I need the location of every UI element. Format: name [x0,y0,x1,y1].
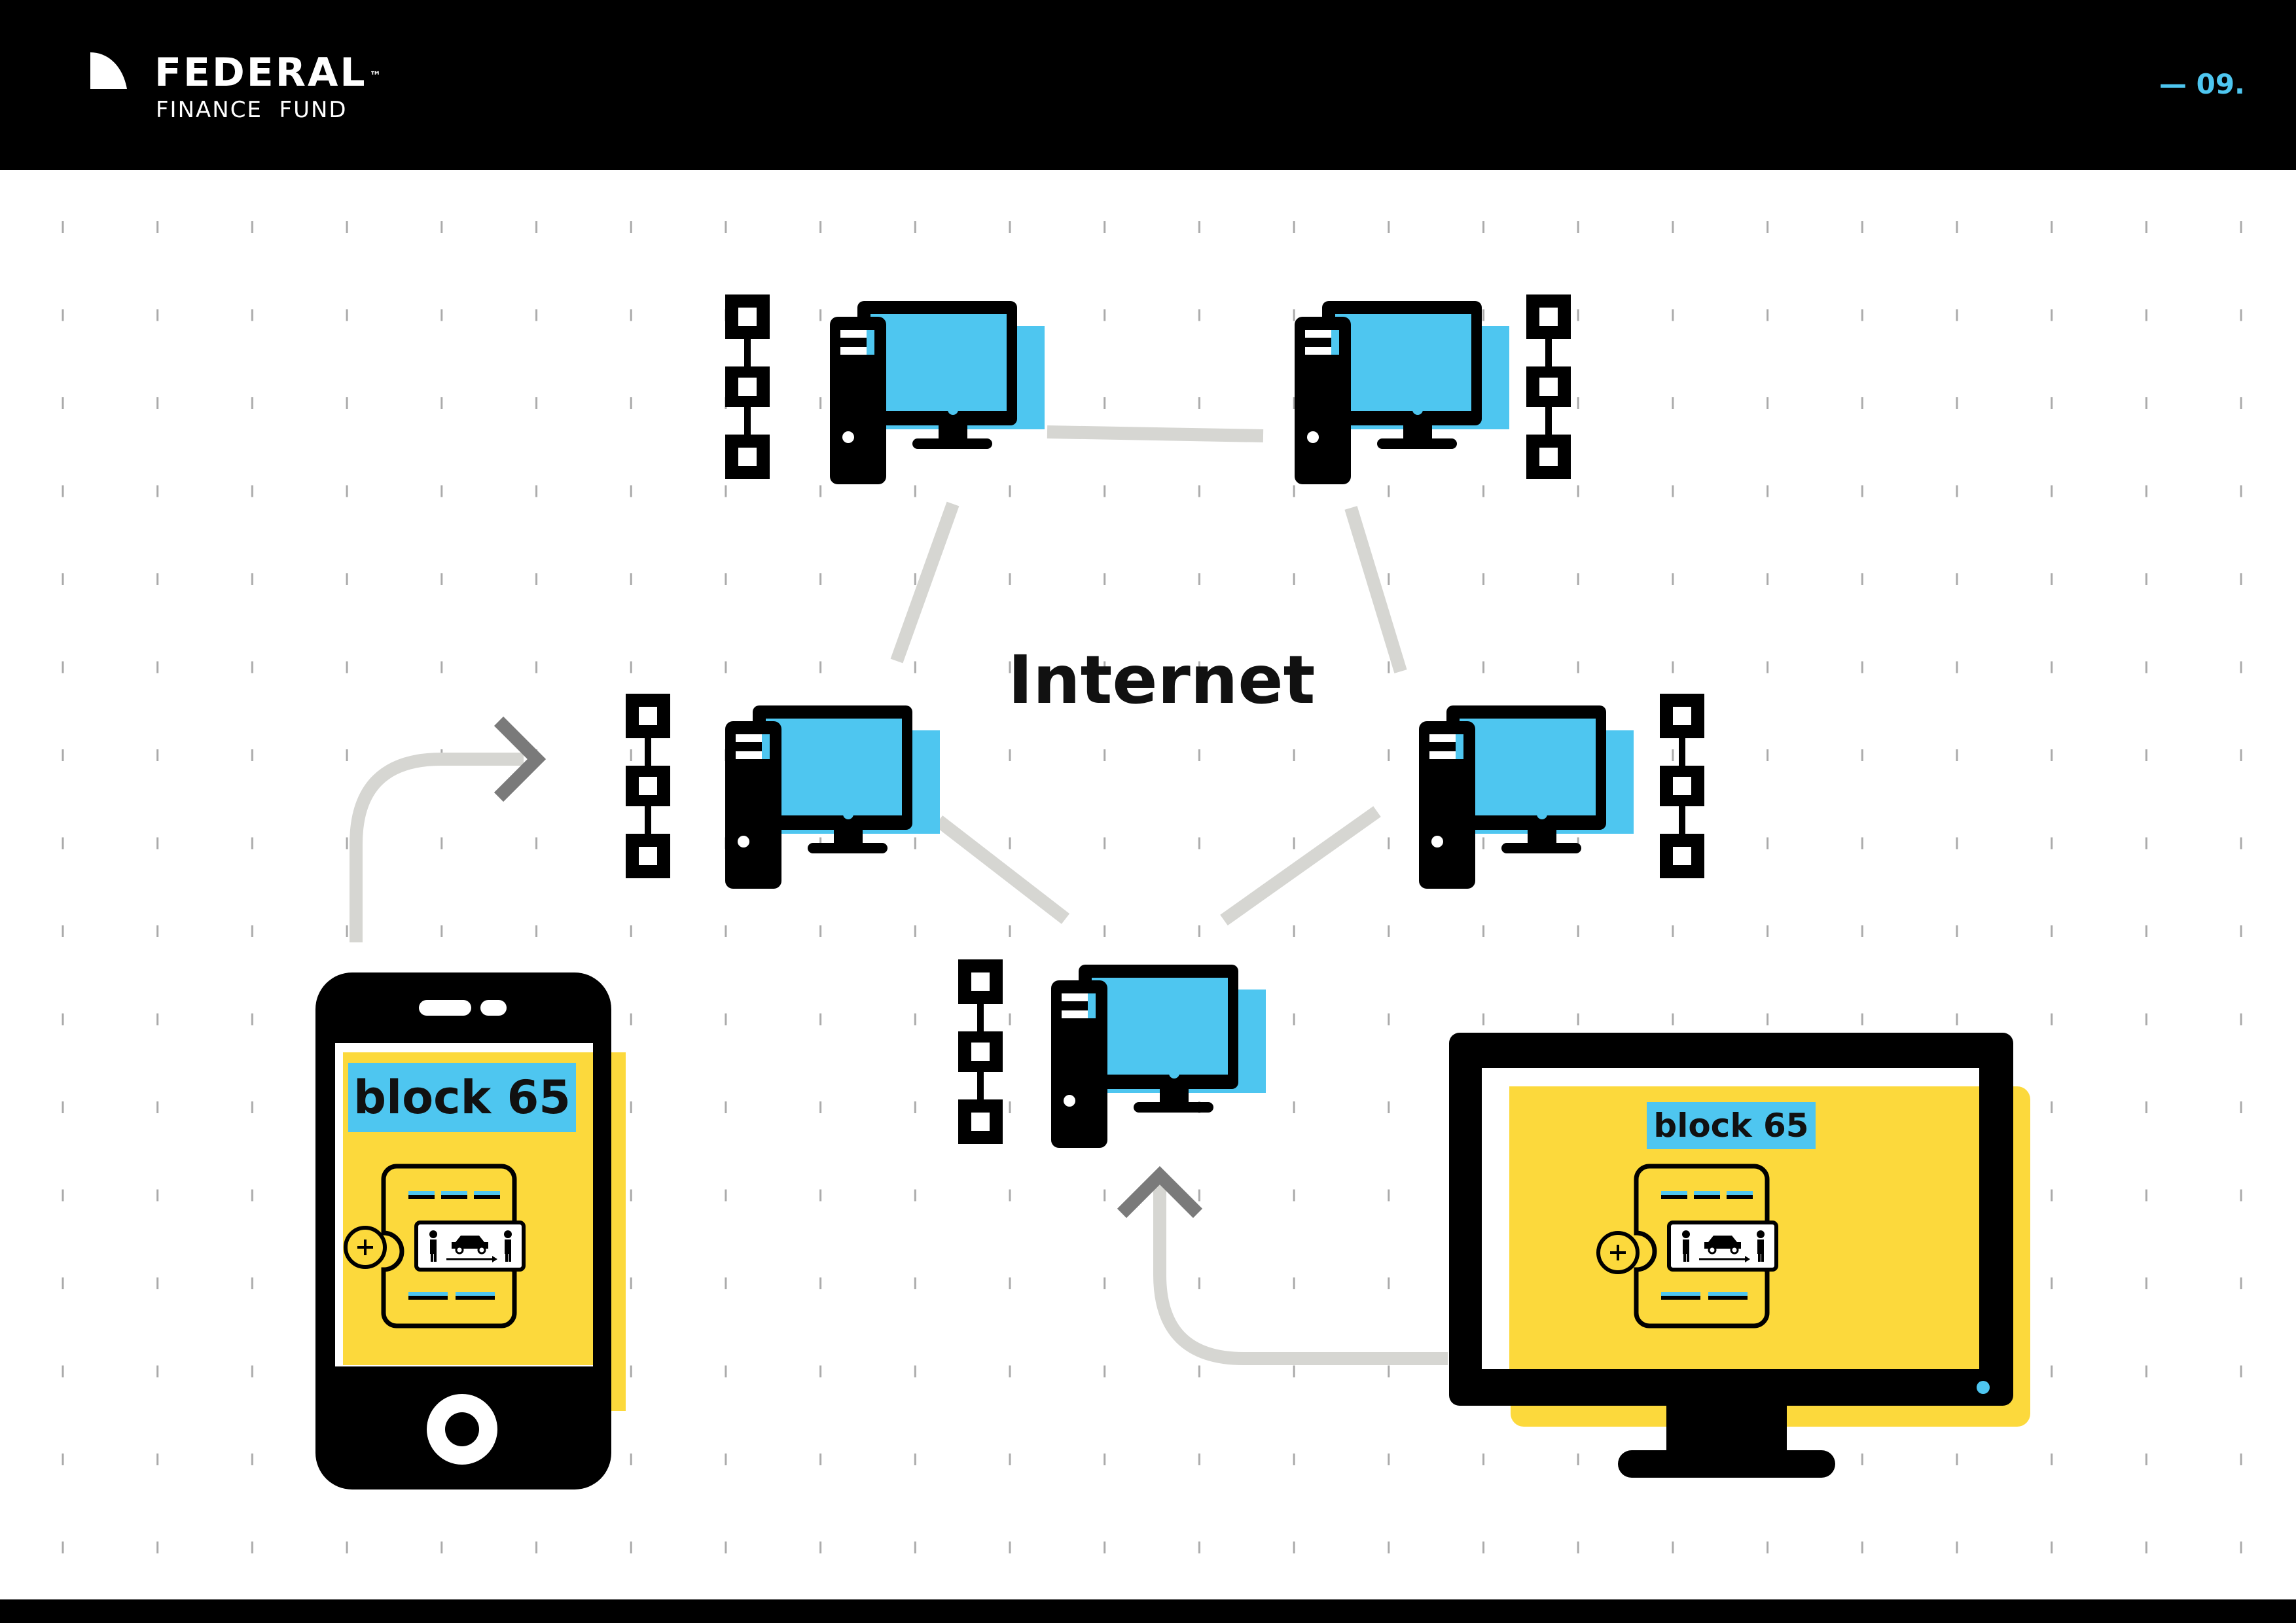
link-bottom-left [934,815,1070,924]
logo-mark-icon [90,52,127,89]
ticket-icon [1636,1166,1776,1326]
blockchain-icon [725,294,770,479]
internet-label: Internet [1008,641,1316,719]
blockchain-icon [1660,694,1704,878]
ticket-icon [384,1166,524,1326]
smartphone-icon [315,972,626,1489]
arrow-monitor-to-network [1117,1166,1448,1365]
link-top [1047,425,1264,442]
network-links [890,425,1407,926]
arrow-right-icon [493,716,547,802]
link-top-right [1344,506,1407,673]
link-bottom-right [1220,806,1381,926]
trademark-symbol: ™ [369,69,384,83]
footer-bar [0,1599,2296,1623]
phone-block-label: block 65 [348,1063,576,1132]
page-number: — 09. [2159,68,2245,100]
blockchain-icon [958,959,1003,1144]
monitor-icon [1449,1033,2030,1478]
monitor-block-label: block 65 [1647,1102,1816,1149]
blockchain-icon [1526,294,1571,479]
arrow-up-icon [1117,1166,1203,1219]
arrow-phone-to-network [350,716,547,942]
blockchain-icon [626,694,670,878]
plus-icon [1598,1233,1638,1272]
plus-icon [346,1228,385,1267]
brand-subtitle: FINANCE FUND [156,97,348,123]
link-top-left [890,501,960,664]
